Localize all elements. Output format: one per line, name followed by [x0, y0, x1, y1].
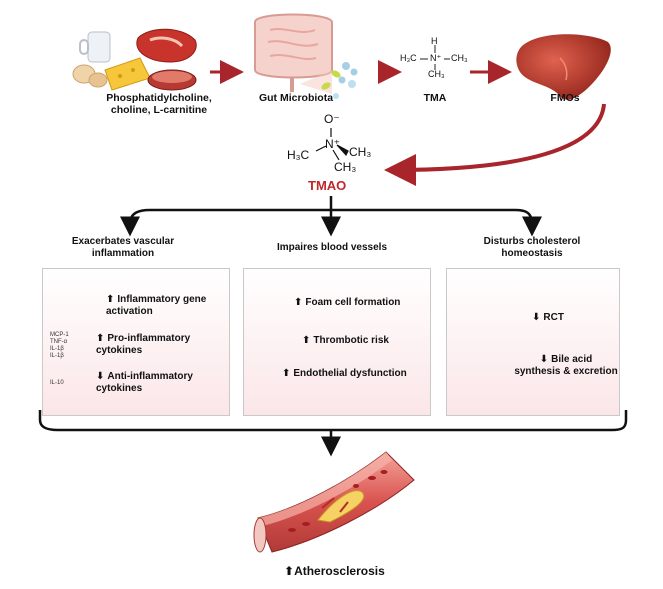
panel-1-item-3: ⬇Anti-inflammatory cytokines — [96, 371, 193, 394]
tmao-structure — [315, 128, 349, 161]
panel-cholesterol — [446, 268, 620, 416]
panel-1-title: Exacerbates vascular inflammation — [71, 236, 175, 259]
panel-2-item-3: ⬆Endothelial dysfunction — [282, 368, 407, 379]
down-arrow-icon: ⬇ — [539, 354, 549, 365]
up-arrow-icon: ⬆ — [106, 294, 115, 305]
blood-vessel-illustration — [253, 451, 415, 553]
gut-microbiota-label: Gut Microbiota — [258, 92, 334, 104]
up-arrow-icon: ⬆ — [294, 297, 303, 308]
panel-3-item-2: ⬇Bile acid synthesis & excretion — [514, 354, 618, 377]
branch-connector — [120, 196, 542, 237]
outcome-label: ⬆Atherosclerosis — [284, 564, 385, 578]
up-arrow-icon: ⬆ — [282, 368, 291, 379]
cytokine-list: MCP-1 TNF-α IL-1β IL-1β — [50, 332, 69, 359]
liver-illustration — [516, 34, 611, 100]
bottom-bracket — [38, 410, 628, 457]
tma-h-atom: H — [431, 36, 438, 46]
arrow-fmo-to-tmao — [384, 103, 606, 186]
tma-ch3-right: CH₃ — [451, 53, 468, 63]
panel-2-item-2: ⬆Thrombotic risk — [302, 335, 389, 346]
tma-h3c: H₃C — [400, 53, 417, 63]
food-label: Phosphatidylcholine, choline, L-carnitin… — [106, 92, 212, 116]
il10-label: IL-10 — [50, 380, 64, 386]
tma-ch3-bottom: CH₃ — [428, 69, 445, 79]
panel-vascular-inflammation — [42, 268, 230, 416]
down-arrow-icon: ⬇ — [96, 371, 105, 382]
tmao-o-atom: O⁻ — [324, 112, 340, 126]
tmao-ch3-bottom: CH₃ — [334, 160, 357, 174]
tmao-ch3-right: CH₃ — [349, 145, 372, 159]
tma-structure — [420, 45, 450, 70]
panel-3-item-1: ⬇RCT — [532, 312, 564, 323]
panel-1-item-1: ⬆Inflammatory gene activation — [106, 294, 207, 317]
up-arrow-icon: ⬆ — [284, 564, 295, 578]
panel-1-item-2: ⬆Pro-inflammatory cytokines — [96, 333, 191, 356]
panel-blood-vessels — [243, 268, 431, 416]
tmao-label: TMAO — [308, 178, 347, 193]
tmao-h3c: H₃C — [287, 148, 310, 162]
up-arrow-icon: ⬆ — [96, 333, 105, 344]
fmos-label: FMOs — [550, 92, 580, 104]
panel-3-title: Disturbs cholesterol homeostasis — [483, 236, 581, 259]
up-arrow-icon: ⬆ — [302, 335, 311, 346]
panel-2-title: Impaires blood vessels — [276, 242, 388, 253]
tmao-n-atom: N⁺ — [325, 137, 340, 151]
tma-label: TMA — [423, 92, 447, 104]
tma-n-atom: N⁺ — [430, 53, 442, 63]
panel-2-item-1: ⬆Foam cell formation — [294, 297, 401, 308]
gut-illustration — [254, 13, 358, 99]
down-arrow-icon: ⬇ — [532, 312, 541, 323]
food-illustration — [72, 28, 197, 91]
